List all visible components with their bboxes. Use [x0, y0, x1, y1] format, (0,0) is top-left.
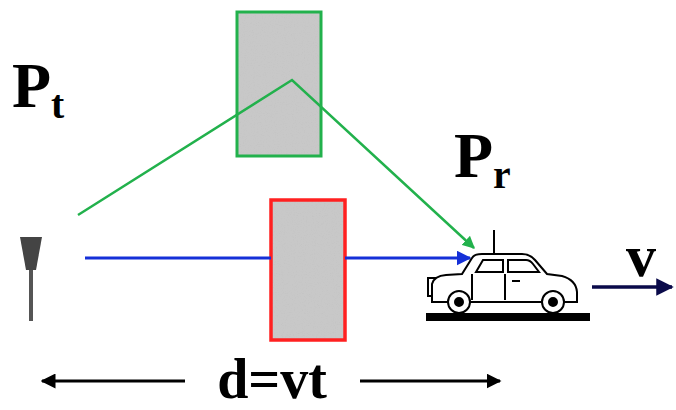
block-border	[237, 12, 321, 156]
distance-arrow	[42, 380, 185, 383]
transmit-power-label: Pt	[12, 54, 64, 118]
car-wheel	[448, 291, 470, 313]
block-fill	[271, 200, 345, 340]
block-border	[271, 200, 345, 340]
antenna-head	[20, 237, 42, 270]
reflector-block	[237, 12, 321, 156]
car-hub	[455, 298, 463, 306]
direct-path	[85, 257, 271, 260]
main-letter: P	[12, 50, 51, 121]
car	[428, 230, 577, 313]
car-antenna	[493, 230, 495, 256]
car-window	[476, 260, 503, 272]
main-letter: P	[454, 120, 493, 191]
transmitter-antenna	[20, 237, 42, 321]
antenna-pole	[29, 270, 33, 321]
car-door	[504, 274, 506, 300]
block-texture	[271, 200, 345, 340]
distance-label: d=vt	[217, 351, 327, 407]
car-door	[471, 274, 473, 300]
block-texture	[237, 12, 321, 156]
direct-path	[345, 257, 470, 260]
car-wheel	[542, 291, 564, 313]
velocity-label: v	[626, 226, 656, 286]
subscript: r	[493, 153, 511, 197]
car-window	[508, 260, 539, 272]
car-hub	[549, 298, 557, 306]
obstacle-block	[271, 200, 345, 340]
ground	[426, 313, 590, 321]
car-handle	[512, 280, 520, 282]
subscript: t	[51, 83, 64, 127]
distance-arrow	[360, 380, 500, 383]
block-fill	[237, 12, 321, 156]
receive-power-label: Pr	[454, 124, 511, 188]
reflected-path	[78, 80, 474, 248]
